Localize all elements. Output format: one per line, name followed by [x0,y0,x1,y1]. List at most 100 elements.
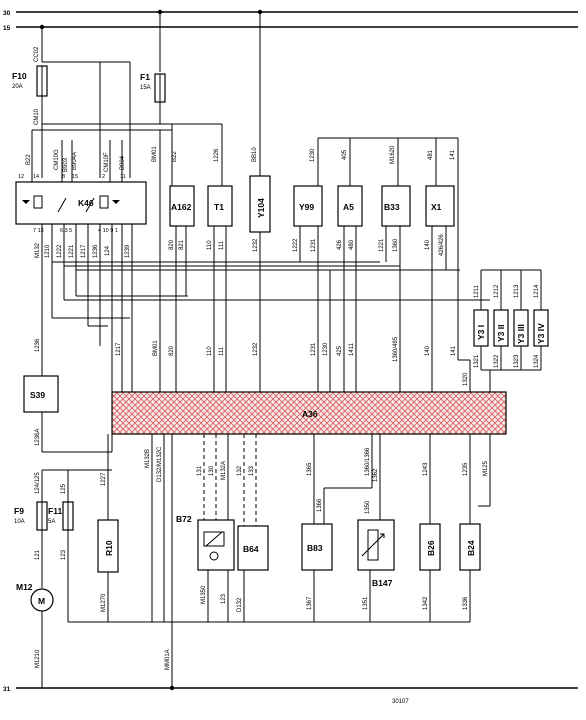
rail-15: 15 [3,25,578,32]
pin: 7 13 [33,228,44,234]
wire-label: 1236A [35,429,41,446]
wire-label: 110 [207,240,213,250]
component-b83: B83 [301,523,333,571]
wire-label: 1212 [494,284,500,298]
fuse-f9: F9 10A [14,501,48,531]
wire-label: 111 [219,346,225,356]
fuse-f1: F1 15A [140,72,166,103]
fuse-f9-name: F9 [14,506,24,516]
wire-label: 1239 [125,244,131,258]
component-b147: B147 [357,519,395,588]
wire-label: 1214 [534,284,540,298]
wire-label: 1360/1366 [365,447,371,476]
wire-label: 1226 [214,148,220,162]
b72-label: B72 [176,514,192,524]
wire-label: 1230 [310,148,316,162]
wire-label: 141 [450,149,456,160]
wire-label: 132 [237,465,243,476]
wire-label: 405 [342,149,348,160]
wire-label: 1217 [81,244,87,258]
wire-label: 1320 [463,372,469,386]
rail-30: 30 [3,10,578,17]
wire-label: CM10F [104,152,110,172]
pin: 15 [72,174,78,180]
a36-label: A36 [302,409,318,419]
pin: 8 [62,174,65,180]
component-x1: X1 [425,185,455,227]
relay-k46: K46 12 14 8 15 2 11 7 13 6 3 5 4 10 9 1 [15,174,147,234]
wire-label: 123 [61,549,67,560]
x1-label: X1 [431,202,442,212]
wire-label: M132A [221,461,227,480]
rail-31: 31 [3,686,578,693]
wire-label: 1221 [379,238,385,252]
wire-label: 140 [425,345,431,356]
injector-y3-ii: Y3 II [493,309,509,347]
t1-label: T1 [214,202,224,212]
y104-label: Y104 [256,198,266,218]
wire-label: 1350 [365,500,371,514]
rail-31-label: 31 [3,686,11,693]
wire-label: 481 [428,149,434,160]
wire-label: 1351 [363,596,369,610]
pin: 14 [33,174,39,180]
wire-label: M125 [483,460,489,476]
wire-label: B903 [63,157,69,172]
k46-label: K46 [78,198,94,208]
wire-label: 140 [425,239,431,250]
y3-i-label: Y3 I [476,325,486,340]
wire-label: 1342 [423,596,429,610]
rail-30-label: 30 [3,10,11,17]
wire-label: 125 [61,483,67,494]
component-y104: Y104 [249,175,271,233]
wire-label: D132 [237,597,243,612]
wire-label: 1360/485 [393,336,399,362]
wire-label: M1270 [101,593,107,612]
fuse-f11-rating: 5A [48,519,55,525]
wire-label: 1236 [35,338,41,352]
wire-label: 1227 [101,472,107,486]
wire-label: M132B [145,449,151,468]
wire-label: 1243 [423,462,429,476]
b147-label: B147 [372,578,393,588]
wire-label: 121 [35,549,41,560]
wire-label: 141 [451,345,457,356]
wire-label: 1213 [514,284,520,298]
injector-y3-i: Y3 I [473,309,489,347]
fuse-f10: F10 20A [12,65,48,97]
wire-label: 480 [349,239,355,250]
wire-label: 1217 [116,342,122,356]
wire-label: 1366 [317,498,323,512]
wire-label: B904A [72,152,78,170]
fuse-f10-rating: 20A [12,84,23,90]
wire-label: 425 [337,345,343,356]
wire-label: M1620 [390,145,396,164]
y99-label: Y99 [299,202,314,212]
wire-label: 426 [337,239,343,250]
wire-label: BB10 [252,147,258,162]
y3-iv-label: Y3 IV [536,323,546,344]
wire-label: 1362 [373,468,379,482]
b64-label: B64 [243,544,259,554]
wire-label: 1360 [393,238,399,252]
fuse-f10-name: F10 [12,71,27,81]
a5-label: A5 [343,202,354,212]
wire-label: 1222 [57,244,63,258]
wire-label: B904 [120,155,126,170]
wire-label: 1230 [323,342,329,356]
y3-ii-label: Y3 II [496,325,506,342]
component-y99: Y99 [293,185,323,227]
injector-y3-iv: Y3 IV [533,309,549,347]
injector-y3-iii: Y3 III [513,309,529,347]
b33-label: B33 [384,202,400,212]
pin: 2 [102,174,105,180]
wire-label: MM01A [165,649,171,670]
wire-label: 1336 [463,596,469,610]
wire-label: 426/426 [439,234,445,256]
s39-label: S39 [30,390,45,400]
wire-label: D132/M132C [157,446,163,482]
wire-label: M132 [35,242,41,258]
wire-label: 111 [219,240,225,250]
